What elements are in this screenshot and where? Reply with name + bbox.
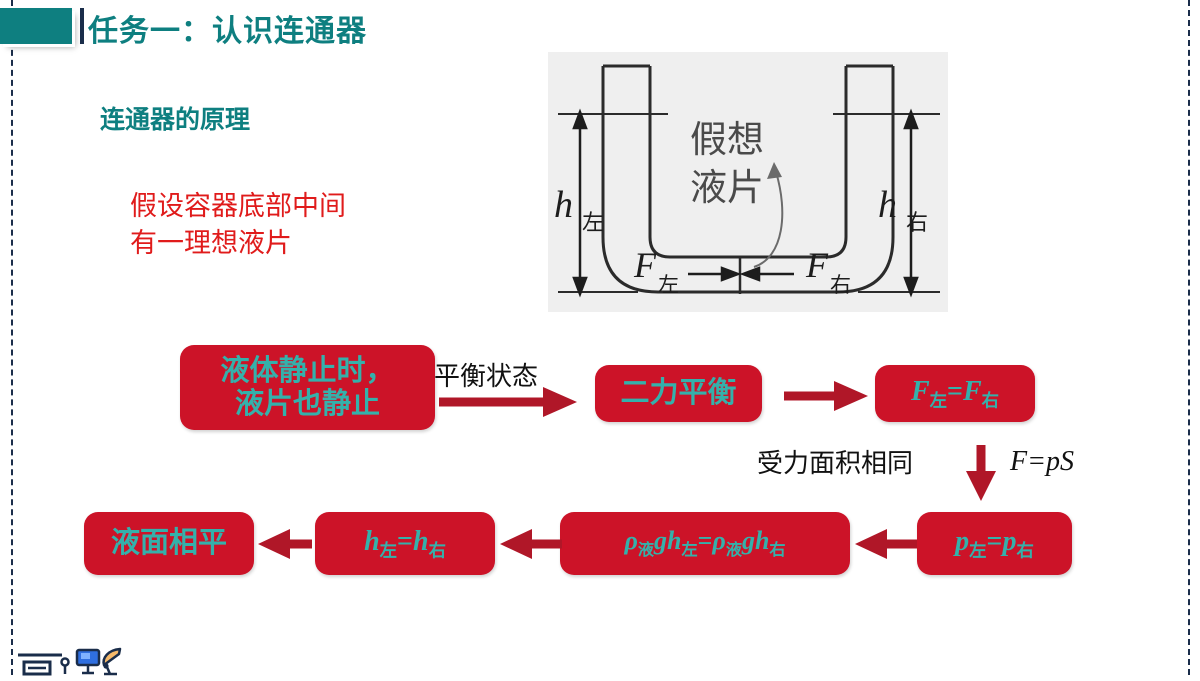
figure-label-h-right: h	[878, 184, 897, 226]
assumption-note-line1: 假设容器底部中间	[130, 191, 346, 221]
h-right-dimension-arrow	[903, 108, 919, 298]
pressure-eq-left-sub: 左	[969, 541, 987, 561]
flow-label-equilibrium: 平衡状态	[434, 361, 539, 391]
flow-box-rho-gh-equality[interactable]: ρ液gh左=ρ液gh右	[560, 512, 850, 575]
section-heading: 连通器的原理	[100, 106, 251, 134]
flow-box-liquid-static[interactable]: 液体静止时， 液片也静止	[180, 345, 435, 430]
rho-eq-op: =	[697, 526, 713, 556]
figure-label-f-right-sub: 右	[830, 273, 851, 297]
title-accent-chip	[0, 8, 72, 44]
flow-box-height-equality[interactable]: h左=h右	[315, 512, 495, 575]
corner-decoration-icons	[16, 646, 126, 681]
flow-arrow-height-to-level	[258, 529, 312, 559]
force-eq-left-sub: 左	[929, 391, 948, 411]
rho-eq-left-h-sub: 左	[681, 542, 698, 560]
corner-icons-svg	[18, 647, 122, 676]
flow-box-height-equality-text: h左=h右	[364, 526, 446, 561]
flow-label-same-area: 受力面积相同	[757, 448, 914, 478]
flow-box-two-force-balance-text: 二力平衡	[620, 377, 737, 410]
flow-arrow-balance-to-force	[784, 381, 868, 411]
rho-eq-right-gh: gh	[741, 526, 770, 556]
rho-eq-left-rho: ρ	[624, 526, 638, 556]
flow-box-liquid-static-line1: 液体静止时，	[220, 355, 395, 388]
flow-box-pressure-equality[interactable]: p左=p右	[917, 512, 1072, 575]
height-eq-right-base: h	[412, 525, 429, 557]
flow-label-f-equals-ps: F=pS	[1010, 446, 1074, 477]
figure-label-h-left: h	[554, 184, 573, 226]
slide-guide-right	[1188, 0, 1190, 675]
figure-label-f-left: F	[633, 245, 657, 285]
rho-eq-left-gh: gh	[653, 526, 682, 556]
page-title: 任务一：认识连通器	[88, 15, 367, 48]
pressure-eq-right-base: p	[1002, 525, 1017, 557]
f-right-force-arrow	[739, 266, 794, 282]
slide-guide-left	[11, 0, 13, 675]
flow-box-liquid-static-line2: 液片也静止	[234, 387, 380, 420]
force-eq-left-base: F	[910, 375, 930, 407]
figure-label-h-right-sub: 右	[906, 210, 928, 235]
sheet-pointer-curve	[753, 162, 784, 268]
flow-arrow-pressure-to-rho	[855, 529, 917, 559]
pressure-eq-op: =	[986, 525, 1003, 557]
rho-eq-left-rho-sub: 液	[637, 542, 654, 560]
force-eq-op: =	[947, 375, 963, 407]
height-eq-right-sub: 右	[428, 541, 446, 561]
figure-label-h-left-sub: 左	[582, 210, 604, 235]
force-eq-right-base: F	[962, 375, 982, 407]
pin-icon	[60, 657, 70, 674]
rho-eq-right-rho: ρ	[712, 526, 726, 556]
pressure-eq-left-base: p	[955, 525, 970, 557]
flow-box-rho-gh-equality-text: ρ液gh左=ρ液gh右	[624, 526, 785, 560]
document-lines-icon	[18, 653, 62, 676]
u-tube-svg: 假想 液片 h 左 h 右 F 左 F 右	[554, 64, 940, 298]
rho-eq-right-h-sub: 右	[769, 542, 786, 560]
flow-box-pressure-equality-text: p左=p右	[955, 526, 1034, 561]
flow-box-two-force-balance[interactable]: 二力平衡	[595, 365, 762, 422]
assumption-note: 假设容器底部中间 有一理想液片	[130, 188, 346, 261]
figure-label-sheet-line1: 假想	[690, 120, 764, 161]
flow-box-level-surface[interactable]: 液面相平	[84, 512, 254, 575]
height-eq-left-base: h	[364, 525, 380, 557]
h-left-dimension-arrow	[572, 108, 588, 298]
figure-label-f-right: F	[805, 245, 829, 285]
assumption-note-line2: 有一理想液片	[130, 227, 292, 258]
rho-eq-right-rho-sub: 液	[725, 542, 742, 560]
flow-arrow-static-to-balance	[439, 387, 577, 417]
u-tube-figure: 假想 液片 h 左 h 右 F 左 F 右	[548, 52, 948, 312]
figure-label-f-left-sub: 左	[658, 273, 679, 297]
flow-box-liquid-static-text: 液体静止时， 液片也静止	[220, 355, 394, 420]
title-divider-rule	[80, 8, 84, 44]
height-eq-left-sub: 左	[379, 541, 398, 561]
figure-label-sheet-line2: 液片	[690, 167, 764, 209]
pressure-eq-right-sub: 右	[1016, 541, 1034, 561]
monitor-icon	[75, 648, 101, 675]
flow-arrow-force-to-pressure	[966, 445, 996, 501]
flow-box-level-surface-text: 液面相平	[110, 527, 227, 560]
flow-box-force-equality-text: F左=F右	[911, 376, 999, 411]
height-eq-op: =	[397, 525, 413, 557]
f-left-force-arrow	[688, 266, 742, 282]
flow-box-force-equality[interactable]: F左=F右	[875, 365, 1035, 422]
satellite-dish-icon	[102, 647, 122, 676]
force-eq-right-sub: 右	[981, 391, 1000, 411]
flow-arrow-rho-to-height	[500, 529, 562, 559]
